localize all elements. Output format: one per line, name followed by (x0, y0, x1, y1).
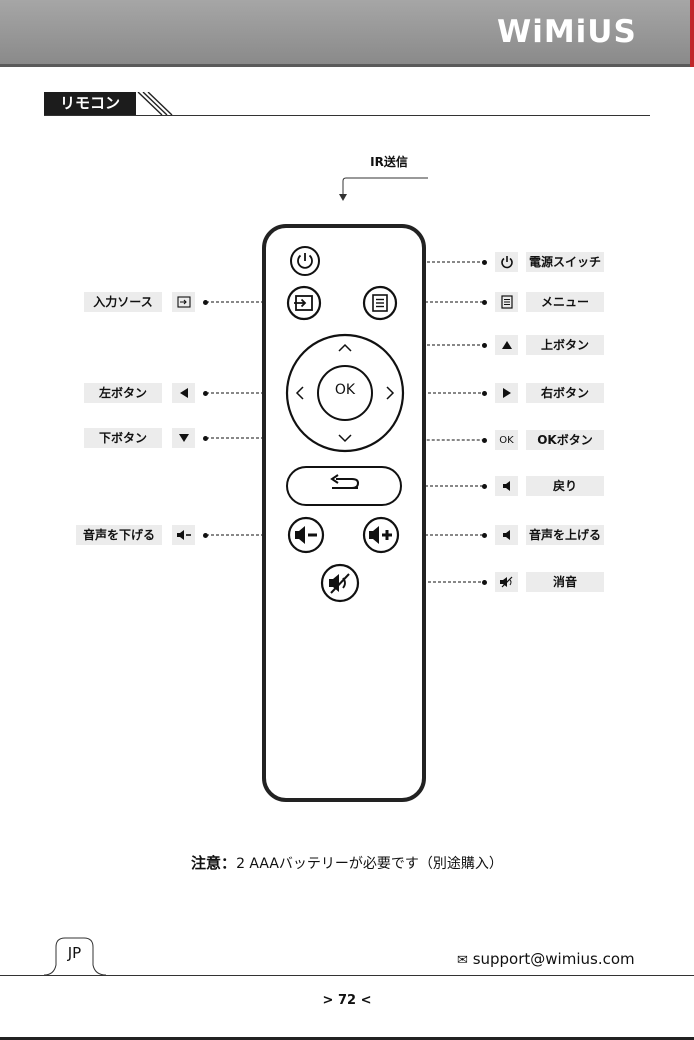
remote-input-button[interactable] (286, 285, 322, 321)
volume-down-icon (172, 525, 195, 545)
leader-dot (482, 391, 487, 396)
label-mute: 消音 (526, 572, 604, 592)
language-tab: JP (56, 944, 93, 962)
leader-dot (482, 343, 487, 348)
remote-volume-down-button[interactable] (287, 516, 325, 554)
leader-dot (482, 484, 487, 489)
menu-icon (495, 292, 518, 312)
leader-dot (482, 438, 487, 443)
remote-menu-button[interactable] (362, 285, 398, 321)
leader-dot (203, 300, 208, 305)
label-ok: OKボタン (526, 430, 604, 450)
arrow-right-icon (495, 383, 518, 403)
leader-dot (482, 300, 487, 305)
label-input: 入力ソース (84, 292, 162, 312)
remote-mute-button[interactable] (320, 563, 360, 603)
arrow-up-icon (495, 335, 518, 355)
label-up: 上ボタン (526, 335, 604, 355)
dpad-up-icon (339, 345, 351, 351)
label-left: 左ボタン (84, 383, 162, 403)
leader-dot (203, 436, 208, 441)
power-icon (495, 252, 518, 272)
leader-dot (482, 533, 487, 538)
leader-dot (203, 391, 208, 396)
support-email-text: support@wimius.com (473, 950, 635, 968)
label-vol-down: 音声を下げる (76, 525, 162, 545)
support-email: ✉ support@wimius.com (457, 950, 635, 968)
remote-back-button[interactable] (286, 466, 402, 506)
ok-icon: OK (495, 430, 518, 450)
remote-ok-button[interactable]: OK (318, 382, 372, 398)
label-down: 下ボタン (84, 428, 162, 448)
dpad-right-icon (387, 387, 393, 399)
mute-icon (495, 572, 518, 592)
input-source-icon (172, 292, 195, 312)
speaker-icon (495, 525, 518, 545)
remote-volume-up-button[interactable] (362, 516, 400, 554)
dpad-left-icon (297, 387, 303, 399)
remote-power-button[interactable] (289, 245, 321, 277)
leader-dot (482, 580, 487, 585)
speaker-icon (495, 476, 518, 496)
leader-dot (482, 260, 487, 265)
page-number: > 72 < (0, 993, 694, 1008)
label-power: 電源スイッチ (526, 252, 604, 272)
notice-heading: 注意： (191, 854, 236, 872)
dpad-down-icon (339, 435, 351, 441)
notice-text: 2 AAAバッテリーが必要です（別途購入） (236, 856, 503, 872)
leader-dot (203, 533, 208, 538)
label-back: 戻り (526, 476, 604, 496)
battery-notice: 注意：2 AAAバッテリーが必要です（別途購入） (0, 852, 694, 873)
label-right: 右ボタン (526, 383, 604, 403)
label-menu: メニュー (526, 292, 604, 312)
mail-icon: ✉ (457, 953, 468, 968)
arrow-down-icon (172, 428, 195, 448)
arrow-left-icon (172, 383, 195, 403)
label-vol-up: 音声を上げる (526, 525, 604, 545)
